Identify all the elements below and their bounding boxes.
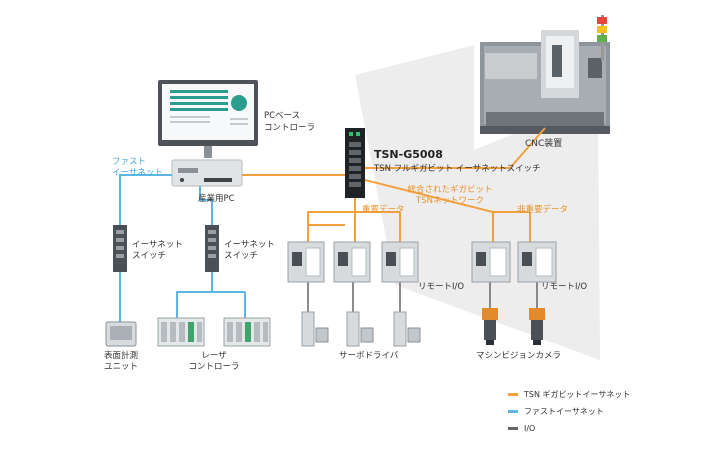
pc-controller-label-2: コントローラ <box>264 123 316 133</box>
ethernet-switch-left <box>113 225 127 272</box>
display-unit-label-2: ユニット <box>103 362 138 372</box>
display-unit <box>105 321 137 347</box>
legend-label-tsn: TSN ギガビットイーサネット <box>524 389 631 399</box>
ethernet-switch-left-label-2: スイッチ <box>132 251 167 261</box>
fast-ethernet-label-2: イーサネット <box>112 168 163 178</box>
cnc-machine <box>480 15 610 134</box>
machine-vision-cameras <box>482 308 545 345</box>
io-links <box>307 282 538 312</box>
integrated-network-label-1: 統合されたギガビット <box>407 185 493 195</box>
remote-io-right-label: リモートI/O <box>541 282 588 292</box>
ethernet-switch-mid-label-1: イーサネット <box>224 240 275 250</box>
remote-io-right <box>471 241 557 283</box>
legend-swatch-io <box>508 426 518 430</box>
legend-label-fast: ファストイーサネット <box>524 406 604 416</box>
industrial-pc-label: 産業用PC <box>198 194 235 204</box>
legend-swatch-tsn <box>508 392 518 396</box>
laser-controller-label-2: コントローラ <box>188 362 240 372</box>
servo-driver-label: サーボドライバ <box>339 351 399 361</box>
industrial-pc <box>171 159 243 187</box>
non-critical-data-label: 非重要データ <box>517 205 569 215</box>
legend-item-io: I/O <box>508 422 535 434</box>
remote-io-center <box>287 241 419 283</box>
laser-controller-label-1: レーザ <box>201 351 227 361</box>
servo-drivers <box>301 311 421 347</box>
display-unit-label-1: 表面計測 <box>103 351 138 361</box>
laser-controllers <box>157 317 271 347</box>
cnc-label: CNC装置 <box>525 139 563 149</box>
ethernet-switch-mid <box>205 225 219 272</box>
legend-swatch-fast <box>508 409 518 413</box>
pc-controller-label-1: PCベース <box>264 111 301 121</box>
tsn-switch <box>345 128 365 198</box>
tsn-model-label: TSN-G5008 <box>374 148 443 161</box>
machine-vision-label: マシンビジョンカメラ <box>476 351 562 361</box>
ethernet-switch-mid-label-2: スイッチ <box>224 251 259 261</box>
tsn-links <box>242 127 546 242</box>
critical-data-label: 重要データ <box>362 205 405 215</box>
ethernet-switch-left-label-1: イーサネット <box>132 240 183 250</box>
legend-item-fast: ファストイーサネット <box>508 405 604 417</box>
legend-label-io: I/O <box>524 423 536 433</box>
remote-io-center-label: リモートI/O <box>418 282 465 292</box>
pc-controller-monitor <box>158 80 258 158</box>
fast-ethernet-label-1: ファスト <box>112 157 147 167</box>
integrated-network-label-2: TSNネットワーク <box>416 196 484 206</box>
fast-ethernet-links <box>119 174 246 322</box>
legend-item-tsn: TSN ギガビットイーサネット <box>508 388 630 400</box>
tsn-desc-label: TSN フルギガビット イーサネットスイッチ <box>374 164 541 174</box>
